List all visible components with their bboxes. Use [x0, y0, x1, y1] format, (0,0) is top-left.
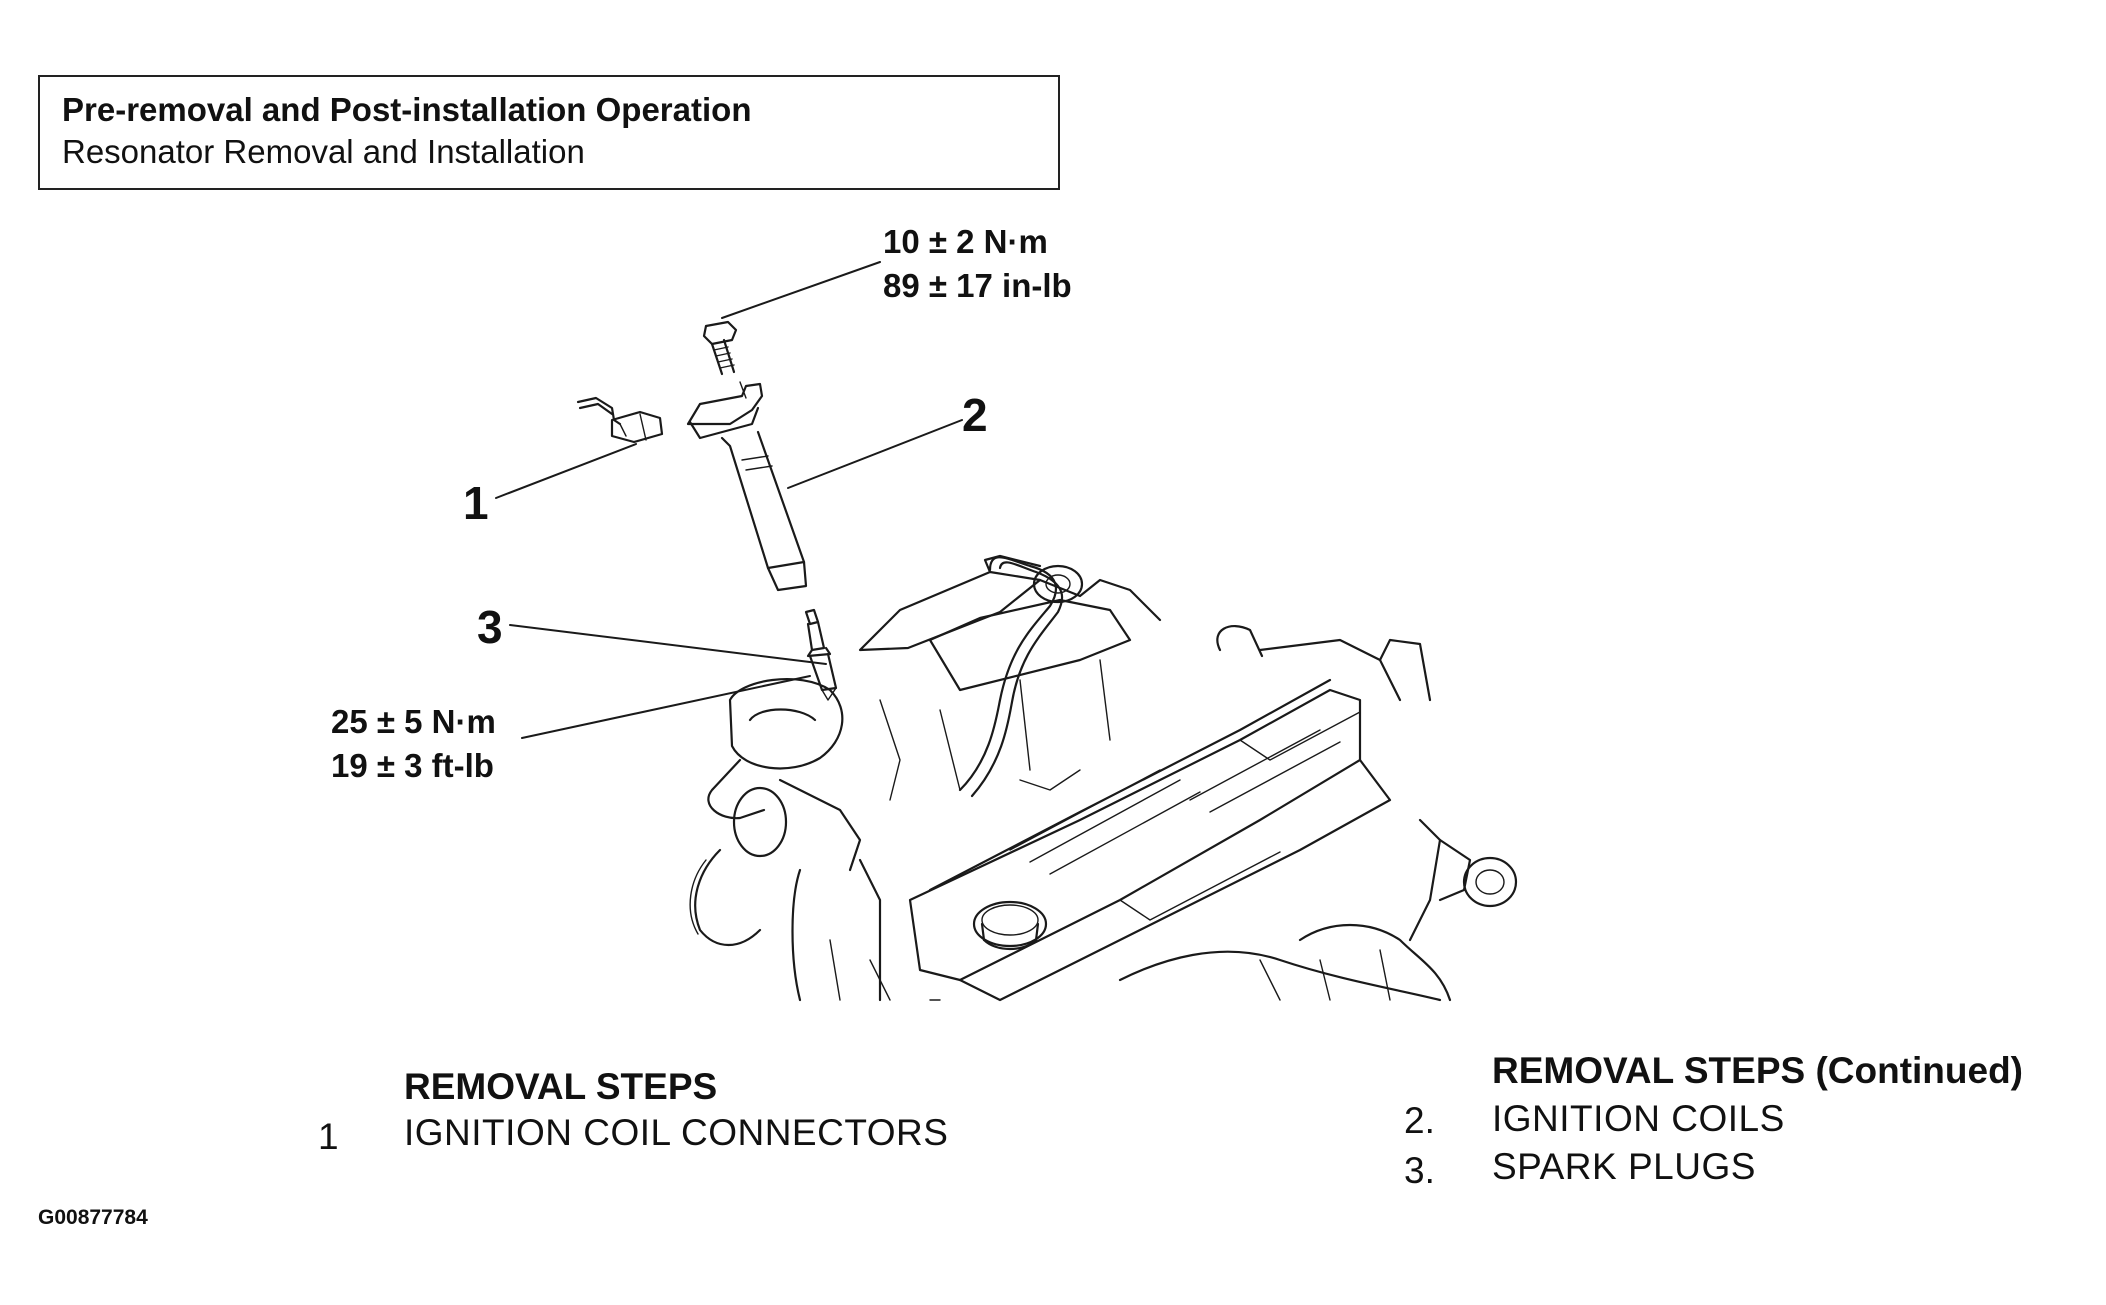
spark-plug-torque-metric: 25 ± 5 N·m [331, 703, 496, 740]
removal-step-num: 1 [318, 1116, 339, 1157]
removal-steps-continued-heading: REMOVAL STEPS (Continued) [1492, 1050, 2024, 1091]
header-box: Pre-removal and Post-installation Operat… [38, 75, 1060, 190]
coil-bolt-torque-imperial: 89 ± 17 in-lb [883, 267, 1072, 304]
removal-step-num: 3. [1404, 1150, 1435, 1191]
coil-bolt-torque-metric: 10 ± 2 N·m [883, 223, 1048, 260]
callout-2: 2 [962, 389, 988, 441]
coil-bolt-torque: 10 ± 2 N·m 89 ± 17 in-lb [883, 220, 1072, 308]
leader-callout-3 [509, 624, 827, 665]
removal-step-text: IGNITION COILS [1492, 1098, 1785, 1139]
removal-step-num: 2. [1404, 1100, 1435, 1141]
ignition-coil-icon [686, 381, 808, 592]
leader-callout-2 [787, 419, 963, 489]
coil-bolt-icon [702, 320, 738, 376]
leader-plug-torque [521, 675, 811, 739]
callout-1: 1 [463, 477, 489, 529]
figure-id: G00877784 [38, 1206, 148, 1229]
spark-plug-icon [804, 608, 838, 701]
header-title: Pre-removal and Post-installation Operat… [62, 91, 752, 128]
spark-plug-torque-imperial: 19 ± 3 ft-lb [331, 747, 494, 784]
leader-lines [495, 261, 963, 739]
leader-callout-1 [495, 443, 637, 499]
header-subtitle: Resonator Removal and Installation [62, 133, 585, 170]
spark-plug-torque: 25 ± 5 N·m 19 ± 3 ft-lb [331, 700, 496, 788]
removal-steps-heading: REMOVAL STEPS [404, 1066, 718, 1107]
callout-3: 3 [477, 601, 503, 653]
removal-step-text: IGNITION COIL CONNECTORS [404, 1112, 949, 1153]
leader-coil-bolt-torque [721, 261, 881, 319]
coil-connector-icon [576, 396, 664, 444]
engine-block-icon [689, 554, 1518, 1002]
removal-step-text: SPARK PLUGS [1492, 1146, 1756, 1187]
